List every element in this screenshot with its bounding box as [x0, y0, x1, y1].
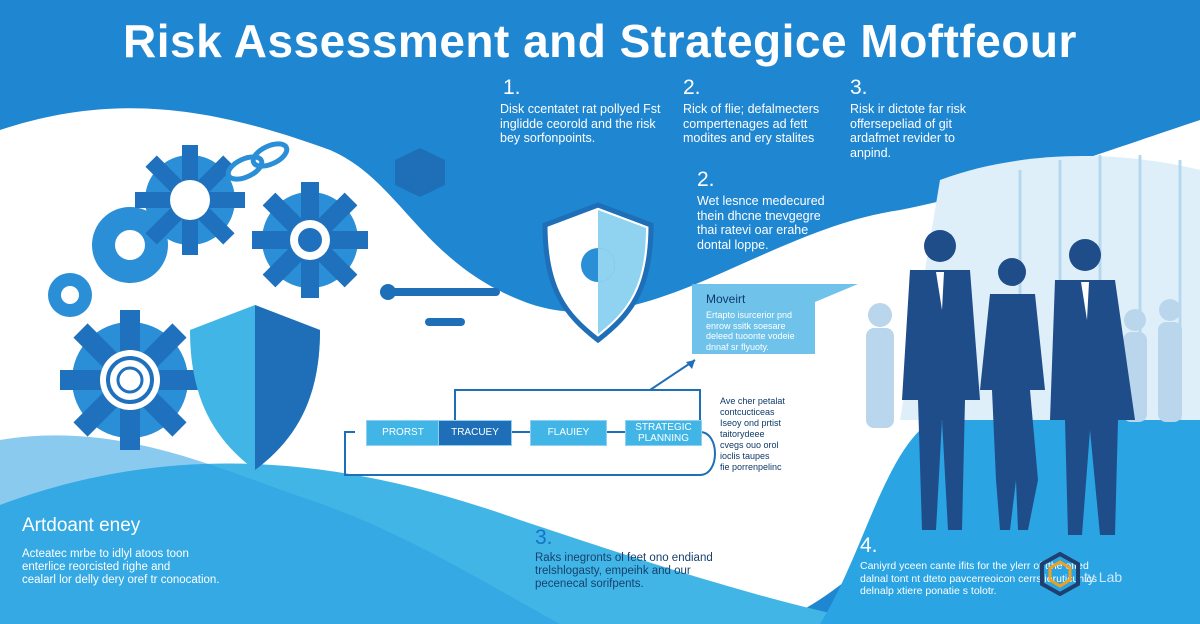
bottom-middle-text: Raks inegronts ol feet ono endiand trels…: [535, 552, 713, 590]
middle-section-number: 2.: [697, 168, 715, 191]
middle-section-text: Wet lesnce medecured thein dhcne tnevgeg…: [697, 194, 825, 252]
bottom-left-title: Artdoant eney: [22, 515, 141, 536]
flow-note: taitorydeee: [720, 429, 765, 439]
section-1-number: 1.: [503, 76, 521, 99]
brand-name: ty Lab: [1084, 569, 1123, 585]
flow-step-2: TRACUEY: [438, 420, 512, 446]
bottom-middle-number: 3.: [535, 526, 553, 549]
flow-step-1: PRORST: [366, 420, 440, 446]
business-people-silhouettes: [866, 230, 1182, 535]
flow-notes: Ave cher petalat contcucticeas Iseoy ond…: [720, 396, 800, 473]
illustration: [48, 141, 716, 476]
section-2-number: 2.: [683, 76, 701, 99]
callout-title: Moveirt: [706, 292, 746, 306]
flow-note: Iseoy ond prtist: [720, 418, 782, 428]
flow-note: contcucticeas: [720, 407, 775, 417]
flow-note: ioclis taupes: [720, 451, 770, 461]
page-title: Risk Assessment and Strategice Moftfeour: [123, 15, 1077, 67]
callout-bubble: [692, 284, 858, 354]
bottom-right-text: Caniyrd yceen cante ifits for the ylerr …: [860, 560, 1097, 597]
flow-note: fie porrenpelinc: [720, 462, 782, 472]
bottom-left-text: Acteatec mrbe to idlyl atoos toon enterl…: [22, 548, 220, 586]
section-1-text: Disk ccentatet rat pollyed Fst inglidde …: [500, 102, 661, 145]
callout-text: Ertapto isurcerior pnd enrow ssitk soesa…: [706, 310, 795, 352]
hexagon-logo-icon: [1040, 552, 1080, 596]
flow-note: cvegs ouo orol: [720, 440, 779, 450]
section-2-text: Rick of flie; defalmecters compertenages…: [683, 102, 820, 145]
flow-step-3: FLAUIEY: [530, 420, 607, 446]
section-3-text: Risk ir dictote far risk offersepeliad o…: [850, 102, 966, 160]
section-3-number: 3.: [850, 76, 868, 99]
flow-step-4: STRATEGIC PLANNING: [625, 420, 702, 446]
bottom-right-number: 4.: [860, 534, 878, 557]
flow-note: Ave cher petalat: [720, 396, 785, 406]
